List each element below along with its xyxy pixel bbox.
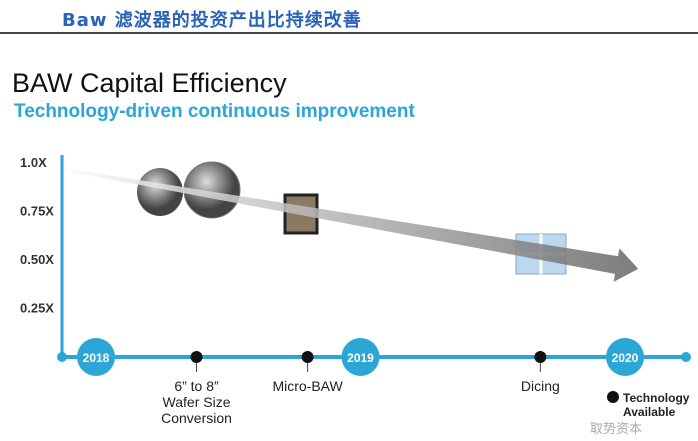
milestone-label: Dicing xyxy=(521,378,560,394)
trend-arrow xyxy=(44,165,639,282)
wafer-6inch-image xyxy=(137,168,183,216)
legend-dot xyxy=(607,391,619,403)
milestone-label: Conversion xyxy=(161,410,232,426)
year-marker xyxy=(606,338,644,376)
y-tick-label: 1.0X xyxy=(20,155,47,170)
year-marker xyxy=(341,338,380,376)
milestone-dot xyxy=(301,351,314,363)
milestone-label: Micro-BAW xyxy=(272,378,343,394)
legend-label: Technology xyxy=(623,391,690,405)
y-tick-label: 0.75X xyxy=(20,204,54,219)
chart-title: BAW Capital Efficiency xyxy=(12,68,287,98)
watermark: 取势资本 xyxy=(590,421,643,436)
header-divider xyxy=(0,32,698,34)
year-label: 2018 xyxy=(83,351,110,365)
timeline-end-dot xyxy=(681,352,691,362)
milestone-label: Wafer Size xyxy=(163,394,231,410)
year-marker xyxy=(77,338,115,376)
milestone-label: 6” to 8” xyxy=(174,378,219,394)
year-label: 2020 xyxy=(612,351,639,365)
milestone-dot xyxy=(534,351,547,363)
legend-label: Available xyxy=(623,405,676,419)
page-header: Baw 滤波器的投资产出比持续改善 xyxy=(62,10,362,31)
milestone-dot xyxy=(190,351,203,363)
chart-subtitle: Technology-driven continuous improvement xyxy=(14,101,415,122)
y-tick-label: 0.25X xyxy=(20,301,54,316)
timeline-start-dot xyxy=(57,352,67,362)
year-label: 2019 xyxy=(347,351,374,365)
y-tick-label: 0.50X xyxy=(20,252,54,267)
